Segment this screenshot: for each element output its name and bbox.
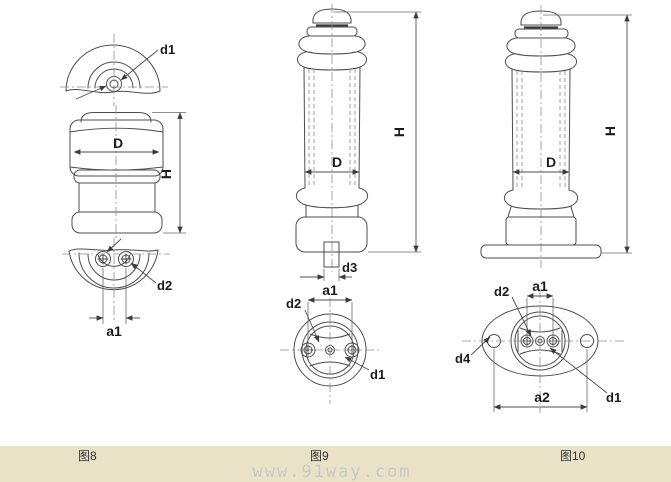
fig9-label-H: H [391,127,407,137]
fig10-bottom-view: a1 d2 d4 a2 d1 [455,278,624,413]
fig8-label-H: H [158,169,174,179]
fig9-label-d3: d3 [342,260,357,275]
fig9-caption: 图9 [310,449,329,463]
fig10-group: D H [455,5,632,413]
fig10-caption: 图10 [560,449,586,463]
fig8-bolt-hole-right [118,251,134,267]
fig9-label-d1: d1 [370,367,385,382]
fig8-label-d2: d2 [157,278,172,293]
fig9-label-a1: a1 [322,282,338,298]
fig8-label-D: D [113,135,123,151]
fig9-label-D: D [332,154,342,170]
fig9-front-view: D d3 H [295,4,421,281]
fig8-caption: 图8 [78,449,97,463]
fig8-bolt-hole-left [95,251,111,267]
fig8-label-d1: d1 [160,42,175,57]
fig9-group: D d3 H [280,4,421,404]
fig10-label-H: H [602,126,618,136]
watermark-text: www.91way.com [252,462,411,482]
fig10-label-a1: a1 [532,278,548,294]
fig9-bottom-view: a1 d2 d1 [280,282,385,404]
caption-strip [0,446,671,482]
fig10-label-D: D [546,154,556,170]
fig8-front-view: D H [69,105,186,240]
fig8-group: d1 D H [60,34,186,339]
fig8-bottom-view: d2 a1 [62,238,172,339]
fig10-label-d4: d4 [455,351,471,366]
fig10-label-d1: d1 [606,390,621,405]
fig9-label-d2: d2 [286,296,301,311]
fig8-label-a1: a1 [106,323,122,339]
fig10-label-a2: a2 [534,389,550,405]
fig10-front-view: D H [480,5,632,268]
fig8-top-view: d1 [60,34,175,106]
fig10-label-d2: d2 [494,284,509,299]
